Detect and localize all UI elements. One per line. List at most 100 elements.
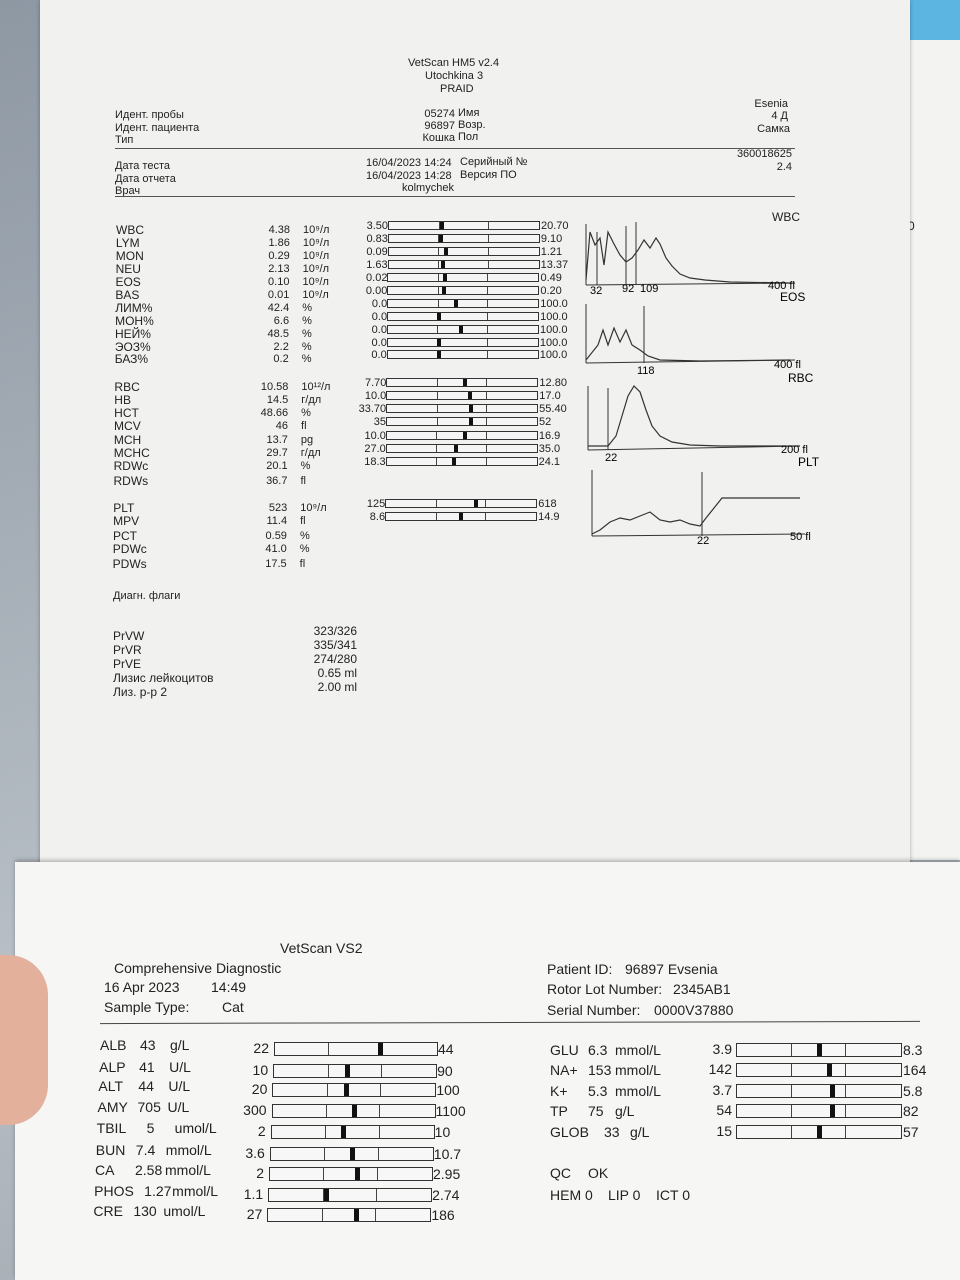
result-marker (469, 405, 474, 412)
chem-unit: mmol/L (615, 1062, 661, 1078)
chem-marker (830, 1085, 836, 1097)
analyte-name: LYM (115, 236, 140, 250)
analyte-unit: 10⁹/л (302, 289, 329, 301)
analyte-unit: 10⁹/л (302, 250, 330, 262)
chem-high: 164 (903, 1062, 927, 1078)
result-marker (459, 513, 464, 520)
range-high: 9.10 (540, 233, 563, 245)
chem-name: GLU (550, 1042, 579, 1058)
range-low: 0.0 (371, 311, 388, 323)
bar-tick (435, 500, 437, 507)
result-marker (439, 235, 444, 242)
range-bar (385, 512, 538, 521)
value-doctor: kolmychek (402, 182, 454, 194)
result-marker (459, 326, 464, 333)
vs2-subtitle: Comprehensive Diagnostic (114, 960, 282, 976)
chem-high: 10 (434, 1124, 451, 1140)
chem-low: 10 (252, 1062, 269, 1078)
bar-tick (322, 1189, 324, 1201)
serial-value: 0000V37880 (654, 1002, 734, 1018)
sample-type-value: Cat (222, 999, 244, 1015)
result-marker (441, 287, 446, 294)
result-marker (453, 445, 458, 452)
range-bar (387, 260, 540, 269)
range-bar (386, 417, 539, 426)
result-marker (440, 261, 445, 268)
analyte-value: 0.2 (273, 353, 289, 365)
range-low: 10.0 (364, 390, 387, 402)
chem-low: 15 (716, 1123, 732, 1139)
range-low: 0.0 (371, 324, 387, 336)
result-marker (467, 392, 472, 399)
chem-low: 142 (708, 1061, 732, 1077)
range-low: 0.83 (366, 233, 388, 245)
result-marker (469, 418, 474, 425)
label-software: Версия ПО (460, 169, 517, 181)
result-marker (463, 379, 468, 386)
extra-label: PrVR (113, 643, 142, 657)
range-high: 24.1 (538, 456, 561, 468)
label-test-date: Дата теста (115, 160, 170, 172)
analyte-value: 42.4 (267, 302, 290, 314)
bar-tick (437, 300, 439, 307)
analyte-value: 20.1 (266, 460, 288, 472)
range-bar (386, 350, 539, 359)
range-low: 0.0 (371, 298, 388, 310)
chem-value: 130 (133, 1203, 157, 1219)
label-type: Тип (115, 134, 134, 146)
analyte-name: RBC (114, 380, 140, 394)
bar-tick (487, 261, 489, 268)
hist-marker-label: 109 (640, 283, 658, 295)
analyte-name: RDWs (113, 474, 149, 488)
hist-title-rbc: RBC (788, 371, 814, 385)
analyte-value: 41.0 (265, 543, 287, 555)
chem-value: 5 (146, 1120, 155, 1136)
result-marker (462, 432, 467, 439)
analyte-value: 10.58 (260, 381, 289, 393)
analyte-unit: % (302, 315, 312, 327)
vs2-title: VetScan VS2 (280, 940, 363, 956)
bar-tick (325, 1126, 327, 1138)
bar-tick (436, 405, 438, 412)
bar-tick (436, 392, 438, 399)
chem-name: PHOS (94, 1183, 134, 1199)
range-bar (387, 273, 540, 282)
range-bar (385, 431, 538, 440)
range-high: 14.9 (538, 511, 560, 523)
rotor-value: 2345AB1 (673, 981, 731, 997)
chem-marker (351, 1105, 357, 1117)
chem-unit: mmol/L (165, 1142, 212, 1158)
chem-marker (349, 1148, 355, 1160)
chem-value: 33 (604, 1124, 620, 1140)
chem-high: 1100 (435, 1103, 466, 1119)
range-low: 0.00 (365, 285, 388, 297)
bar-tick (326, 1084, 328, 1096)
bar-tick (486, 351, 488, 358)
chem-unit: g/L (630, 1124, 650, 1140)
chem-range-bar (736, 1084, 902, 1098)
analyte-value: 29.7 (266, 447, 288, 459)
range-low: 10.0 (364, 430, 386, 442)
bar-tick (845, 1126, 847, 1138)
chem-marker (826, 1064, 832, 1076)
bar-tick (436, 445, 438, 452)
analyte-unit: 10⁹/л (302, 263, 330, 275)
value-report-date: 16/04/2023 14:28 (366, 170, 452, 182)
range-low: 0.09 (366, 246, 388, 258)
hist-curve-rbc (588, 385, 800, 447)
bar-tick (321, 1209, 323, 1221)
analyte-value: 14.5 (266, 394, 289, 406)
bar-tick (375, 1209, 377, 1221)
analyte-unit: 10⁹/л (303, 224, 330, 236)
analyte-value: 0.59 (265, 530, 287, 542)
hist-end-label: 200 fl (781, 444, 808, 456)
result-marker (452, 458, 457, 465)
header-divider (115, 196, 795, 197)
extra-label: Лизис лейкоцитов (113, 671, 214, 685)
bar-tick (438, 248, 440, 255)
range-high: 16.9 (538, 430, 561, 442)
result-marker (443, 274, 448, 281)
chem-name: CRE (93, 1203, 123, 1219)
bar-tick (436, 432, 438, 439)
range-low: 35 (373, 416, 387, 428)
